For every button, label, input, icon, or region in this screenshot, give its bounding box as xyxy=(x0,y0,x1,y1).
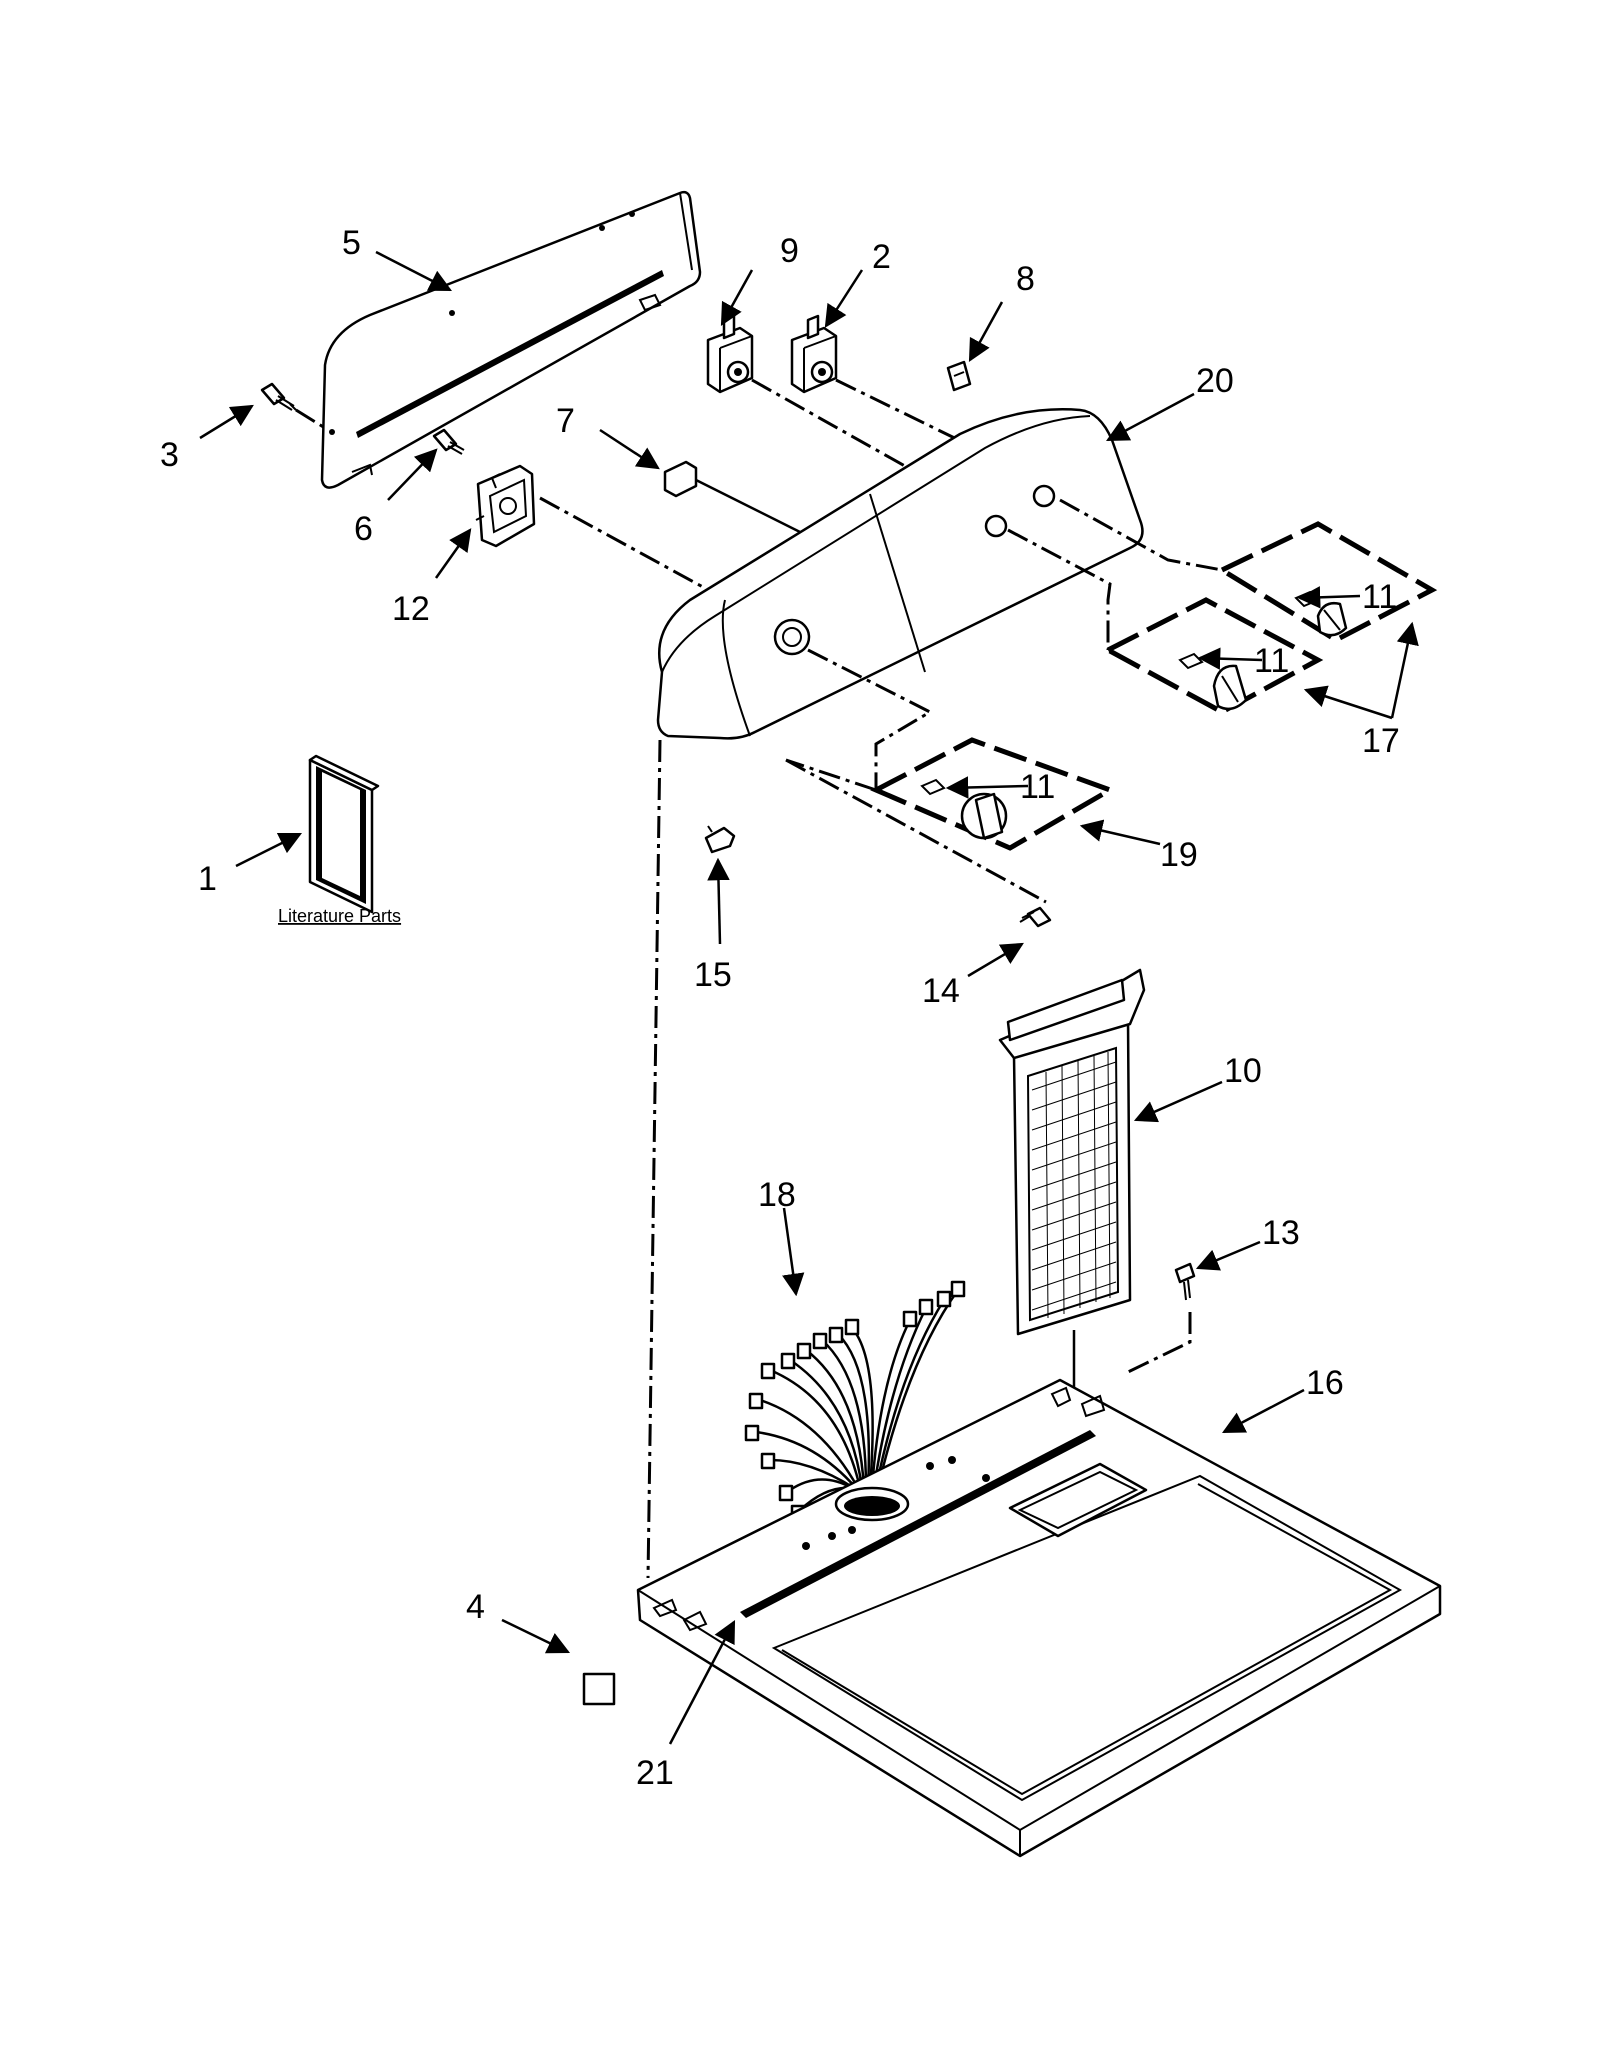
literature-booklet xyxy=(308,754,380,914)
callout-1: 1 xyxy=(198,860,217,898)
screw-13-leader xyxy=(1127,1312,1192,1374)
callout-21: 21 xyxy=(636,1754,674,1792)
screw-6 xyxy=(432,428,465,455)
wire-clip xyxy=(704,825,736,854)
console-to-base-leader xyxy=(646,739,662,1579)
callout-9: 9 xyxy=(780,232,799,270)
callout-3: 3 xyxy=(160,436,179,474)
timer xyxy=(475,464,536,548)
rear-panel xyxy=(320,190,702,489)
callout-6: 6 xyxy=(354,510,373,548)
knob-19-connector xyxy=(785,758,877,792)
callout-8: 8 xyxy=(1016,260,1035,298)
callout-5: 5 xyxy=(342,224,361,262)
wire-harness xyxy=(744,1280,966,1522)
knob-leader-upper xyxy=(1059,498,1223,572)
callout-13: 13 xyxy=(1262,1214,1300,1252)
callout-16: 16 xyxy=(1306,1364,1344,1402)
callout-labels: 1 2 3 4 5 6 7 8 9 10 11 11 11 12 13 14 1… xyxy=(160,224,1400,1792)
callout-11-middle: 11 xyxy=(1254,642,1289,680)
callout-11-upper: 11 xyxy=(1362,578,1397,616)
selector-2-leader xyxy=(835,378,976,450)
callout-17: 17 xyxy=(1362,722,1400,760)
callout-20: 20 xyxy=(1196,362,1234,400)
callout-18: 18 xyxy=(758,1176,796,1214)
lint-screen xyxy=(998,968,1146,1336)
timer-leader xyxy=(539,496,713,594)
clip xyxy=(946,360,972,392)
selector-9-leader xyxy=(751,378,913,472)
screw-14-path xyxy=(785,758,1047,904)
knob-kit-19 xyxy=(870,737,1116,851)
switch-leader xyxy=(695,478,801,534)
callout-12: 12 xyxy=(392,590,430,628)
selector-switch-2 xyxy=(790,314,838,394)
switch xyxy=(663,460,698,498)
callout-leaders xyxy=(199,250,1419,1745)
callout-7: 7 xyxy=(556,402,575,440)
knob-leader-middle xyxy=(1007,528,1112,650)
screw-3 xyxy=(260,382,297,411)
control-console xyxy=(656,408,1144,740)
callout-19: 19 xyxy=(1160,836,1198,874)
knob-leader-lower xyxy=(807,648,934,790)
callout-4: 4 xyxy=(466,1588,485,1626)
selector-switch-9 xyxy=(706,314,754,394)
screw-14 xyxy=(1019,906,1052,928)
screw-13 xyxy=(1174,1262,1196,1301)
callout-11-lower: 11 xyxy=(1020,768,1055,806)
knob-kit-17-lower xyxy=(1102,597,1324,715)
square-part xyxy=(582,1672,616,1706)
callout-14: 14 xyxy=(922,972,960,1010)
literature-parts-caption: Literature Parts xyxy=(278,906,401,926)
knob-kit-17-upper xyxy=(1216,521,1438,643)
callout-15: 15 xyxy=(694,956,732,994)
screw-3-leader xyxy=(295,408,326,430)
callout-10: 10 xyxy=(1224,1052,1262,1090)
callout-2: 2 xyxy=(872,238,891,276)
top-panel xyxy=(636,1378,1442,1858)
